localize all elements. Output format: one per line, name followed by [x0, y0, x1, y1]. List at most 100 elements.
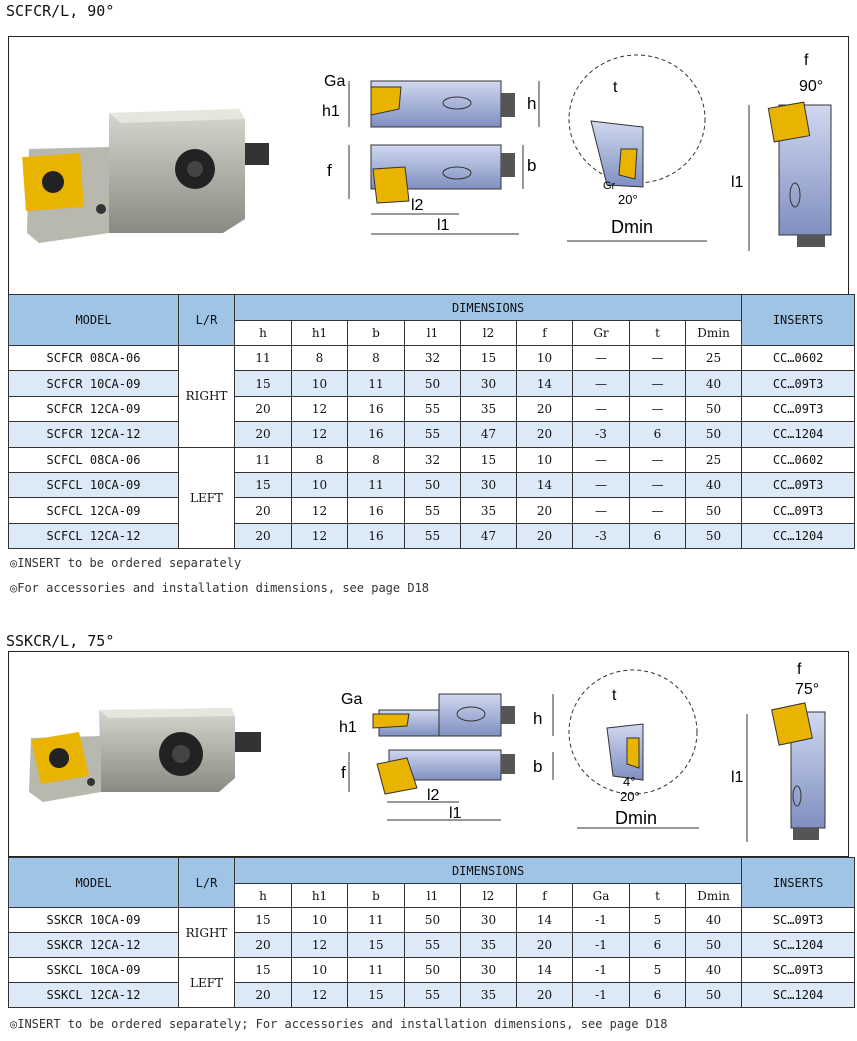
dimension-cell: 32	[404, 344, 461, 372]
label-angle90: 90°	[799, 78, 823, 95]
insert-cell: CC…09T3	[741, 471, 856, 499]
toolholder-photo	[29, 708, 261, 802]
dimension-cell: —	[629, 471, 686, 499]
label-l2: l2	[427, 787, 440, 804]
dimension-cell: —	[572, 370, 630, 397]
label-f: f	[341, 763, 346, 782]
dimension-cell: 15	[460, 344, 517, 372]
header-dimensions: DIMENSIONS	[233, 294, 743, 321]
col-header: Dmin	[684, 320, 743, 346]
lr-cell: RIGHT	[178, 345, 235, 448]
section2-title: SSKCR/L, 75°	[6, 632, 115, 650]
label-f-top: f	[804, 52, 809, 69]
lr-cell: LEFT	[178, 957, 235, 1008]
dimension-cell: 10	[291, 907, 348, 933]
header-dimensions: DIMENSIONS	[233, 857, 743, 884]
dimension-cell: 11	[234, 446, 292, 473]
dimension-cell: 11	[347, 471, 405, 499]
dimension-cell: 5	[629, 907, 686, 933]
header-inserts: INSERTS	[741, 857, 856, 908]
label-l2: l2	[411, 197, 424, 214]
label-Dmin: Dmin	[611, 217, 653, 237]
header-model: MODEL	[8, 857, 179, 908]
dimension-cell: 6	[629, 522, 686, 550]
col-header: l1	[404, 320, 461, 346]
dimension-cell: 10	[516, 344, 573, 372]
dimension-cell: 16	[347, 395, 405, 423]
insert-cell: CC…0602	[741, 446, 856, 473]
dimension-cell: 15	[460, 446, 517, 473]
col-header: h	[234, 320, 292, 346]
header-lr: L/R	[178, 294, 235, 346]
col-header: t	[629, 320, 686, 346]
section2-drawing: Ga h1 h f b l2 l1 t 4° 20° Dmin f 75° l	[29, 661, 826, 842]
insert-cell: CC…1204	[741, 421, 856, 448]
dimension-cell: 15	[234, 471, 292, 499]
dimension-cell: 55	[404, 497, 461, 524]
label-b: b	[527, 156, 536, 175]
section1-note-2: ◎For accessories and installation dimens…	[10, 581, 430, 595]
dimension-cell: 55	[404, 395, 461, 423]
dimension-cell: 20	[516, 497, 573, 524]
col-header: Dmin	[684, 883, 743, 908]
dimension-cell: 35	[460, 932, 517, 958]
dimension-cell: 35	[460, 395, 517, 423]
col-header: b	[347, 883, 405, 908]
dimension-cell: 15	[234, 370, 292, 397]
dimension-cell: 14	[516, 907, 573, 933]
dimension-cell: 30	[460, 370, 517, 397]
insert-cell: SC…1204	[741, 982, 856, 1008]
dimension-cell: 25	[684, 344, 743, 372]
col-header: l2	[460, 320, 517, 346]
dimension-cell: 14	[516, 370, 573, 397]
dimension-cell: 16	[347, 421, 405, 448]
dimension-cell: 55	[404, 421, 461, 448]
model-cell: SCFCL 12CA-09	[8, 497, 179, 524]
col-header: Ga	[572, 883, 630, 908]
model-cell: SCFCR 08CA-06	[8, 344, 179, 372]
label-l1: l1	[449, 805, 462, 822]
dimension-cell: -1	[572, 907, 630, 933]
label-Dmin: Dmin	[615, 808, 657, 828]
dimension-cell: 50	[684, 522, 743, 550]
col-header: l1	[404, 883, 461, 908]
section1-table: MODEL L/R DIMENSIONS INSERTS h h1 b l1 l…	[8, 294, 856, 550]
col-header: h1	[291, 883, 348, 908]
dimension-cell: 20	[516, 522, 573, 550]
label-Gr: Gr	[603, 180, 616, 192]
model-cell: SCFCL 12CA-12	[8, 522, 179, 550]
col-header: h	[234, 883, 292, 908]
dimension-cell: 50	[684, 932, 743, 958]
dimension-cell: 50	[404, 370, 461, 397]
section1-title: SCFCR/L, 90°	[6, 2, 115, 20]
dimension-cell: 16	[347, 522, 405, 550]
col-header: Gr	[572, 320, 630, 346]
dimension-cell: 35	[460, 982, 517, 1008]
dimension-cell: 11	[347, 907, 405, 933]
end-view: f 75° l1	[731, 661, 826, 842]
dimension-cell: 6	[629, 932, 686, 958]
model-cell: SSKCR 12CA-12	[8, 932, 179, 958]
dimension-cell: 8	[347, 446, 405, 473]
dimension-cell: 20	[516, 421, 573, 448]
dimension-cell: 35	[460, 497, 517, 524]
model-cell: SCFCR 10CA-09	[8, 370, 179, 397]
dimension-cell: —	[629, 370, 686, 397]
dimension-cell: 11	[234, 344, 292, 372]
dimension-cell: 14	[516, 471, 573, 499]
dimension-cell: 12	[291, 932, 348, 958]
label-angle20: 20°	[620, 789, 640, 804]
dimension-cell: 15	[234, 957, 292, 983]
dimension-cell: 50	[404, 907, 461, 933]
dimension-cell: —	[572, 497, 630, 524]
dimension-cell: 10	[291, 471, 348, 499]
dimension-cell: 10	[291, 370, 348, 397]
dimension-cell: 12	[291, 395, 348, 423]
dimension-cell: 20	[234, 497, 292, 524]
model-cell: SSKCR 10CA-09	[8, 907, 179, 933]
dimension-cell: —	[572, 446, 630, 473]
dimension-cell: 15	[347, 982, 405, 1008]
